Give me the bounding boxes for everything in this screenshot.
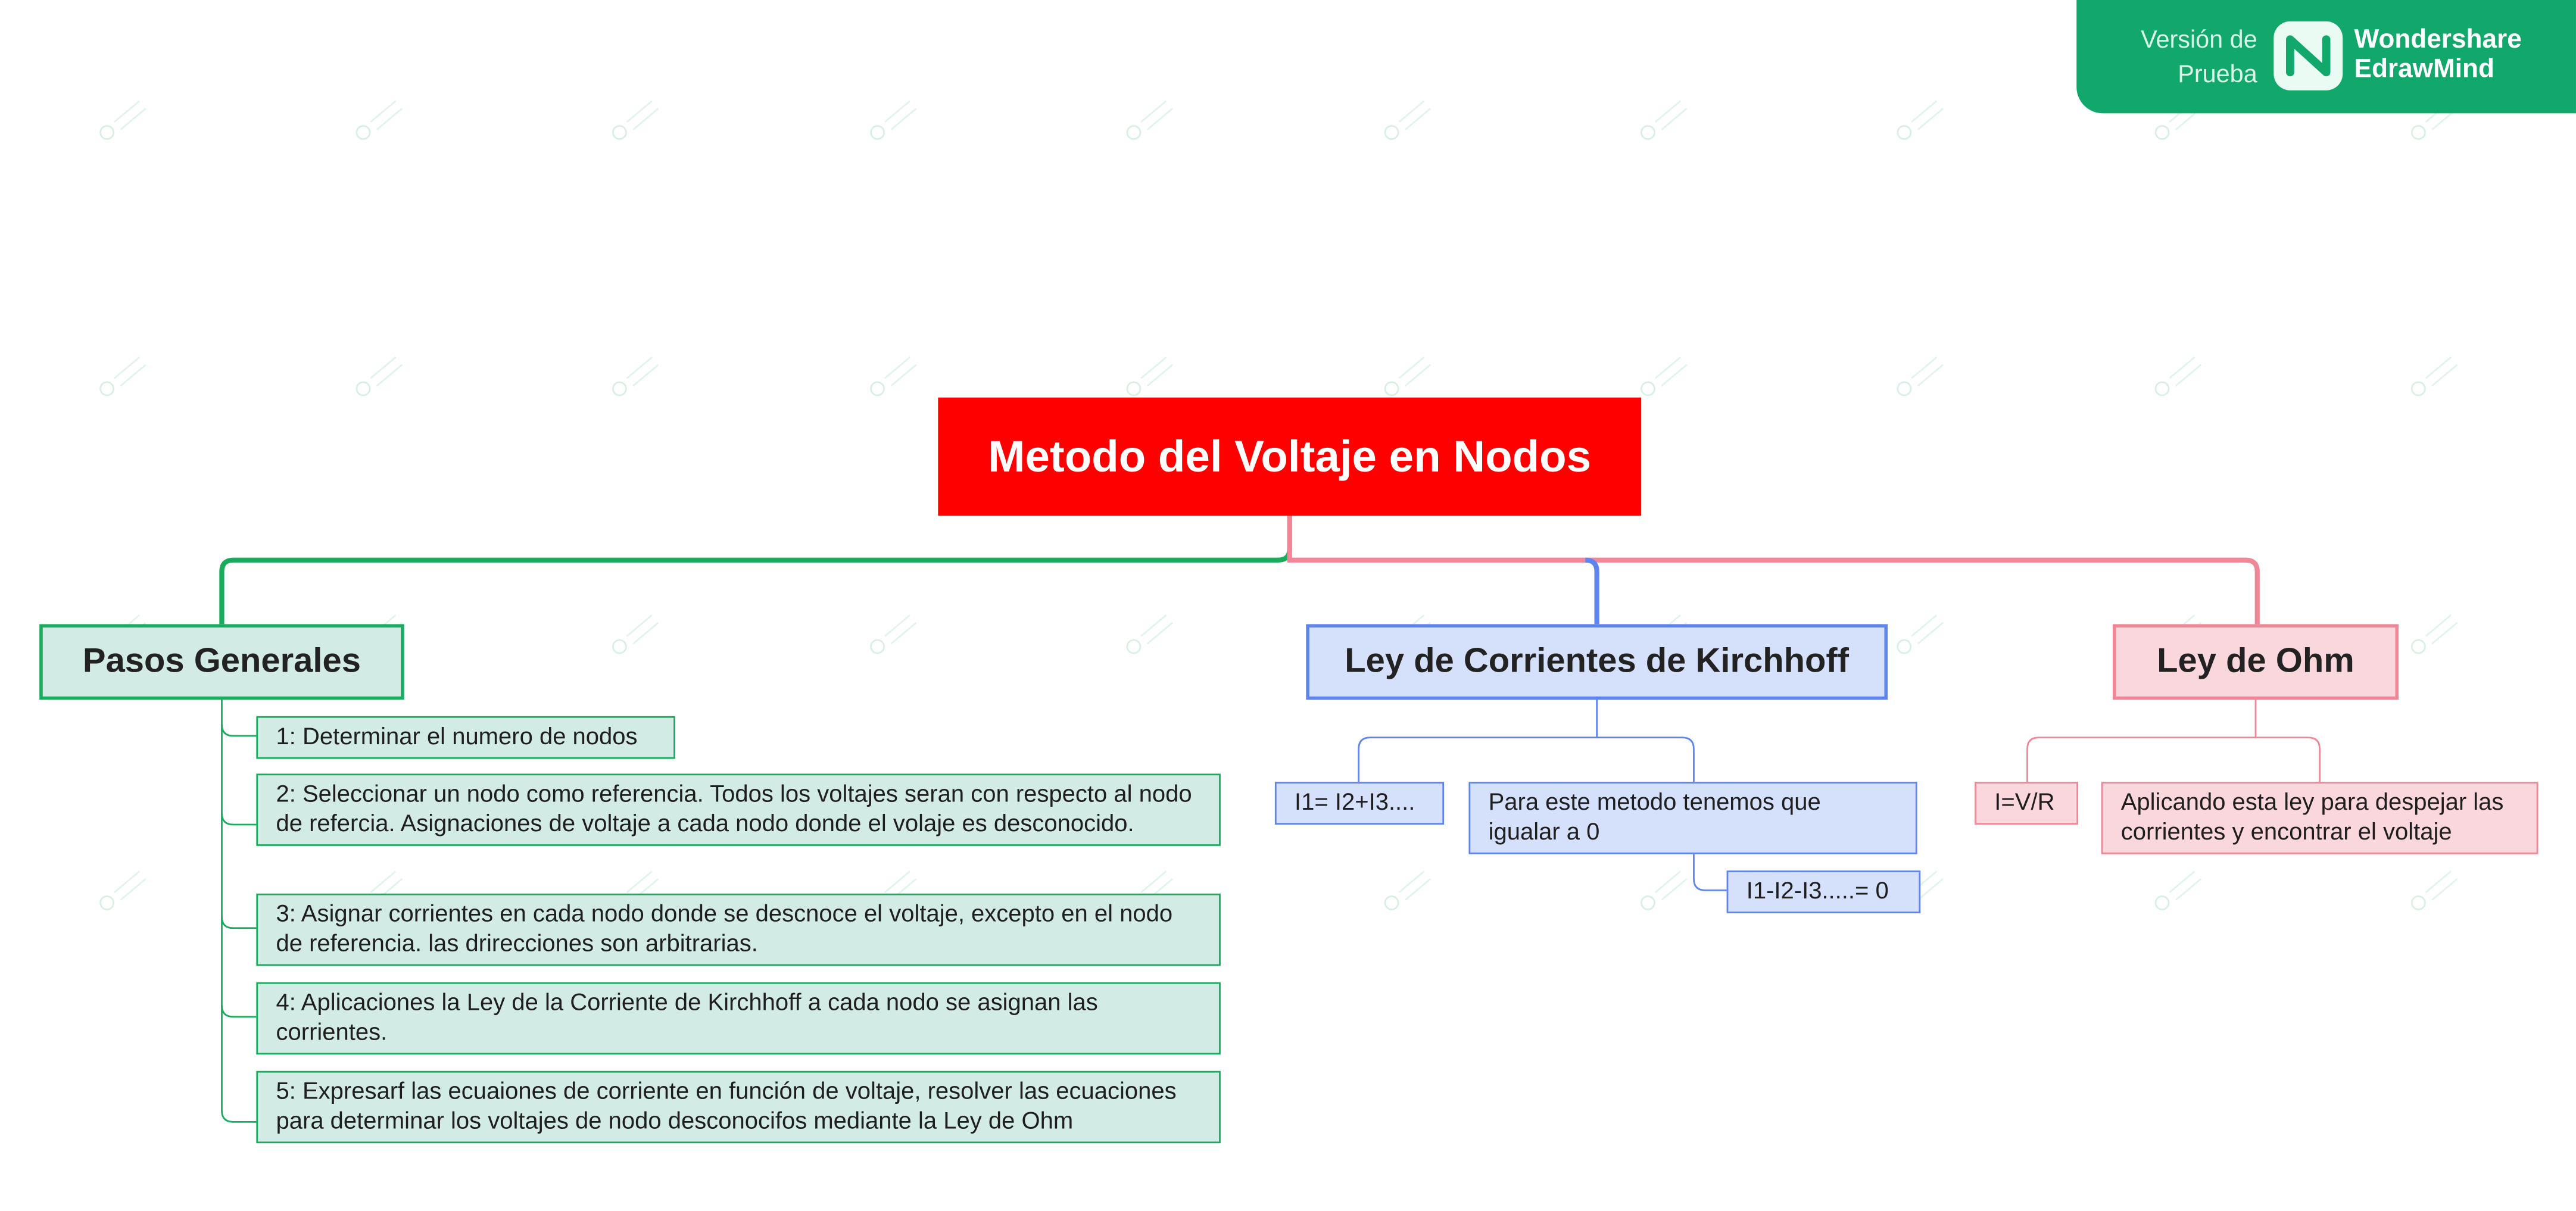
subtopic-ohm-formula[interactable]: I=V/R bbox=[1975, 782, 2079, 825]
connector-root-ohm bbox=[1287, 516, 2260, 625]
trial-line-2: Prueba bbox=[2178, 61, 2257, 89]
subtopic-paso-2[interactable]: 2: Seleccionar un nodo como referencia. … bbox=[256, 773, 1221, 846]
connector-root-kirchhoff bbox=[1585, 557, 1599, 625]
connector-pasos-2 bbox=[221, 813, 258, 826]
topic-ley-ohm[interactable]: Ley de Ohm bbox=[2112, 624, 2399, 700]
brand-line-1: Wondershare bbox=[2354, 26, 2522, 55]
connector-pasos-4 bbox=[221, 1005, 258, 1018]
connector-pasos-spine bbox=[221, 700, 258, 1123]
topic-ley-kirchhoff[interactable]: Ley de Corrientes de Kirchhoff bbox=[1306, 624, 1888, 700]
connector-root-pasos bbox=[219, 516, 1292, 625]
trial-line-1: Versión de bbox=[2141, 26, 2257, 55]
subtopic-kirchhoff-ecuacion[interactable]: I1= I2+I3.... bbox=[1274, 782, 1445, 825]
subtopic-kirchhoff-igualar-cero[interactable]: I1-I2-I3.....= 0 bbox=[1726, 870, 1921, 913]
subtopic-kirchhoff-metodo[interactable]: Para este metodo tenemos que igualar a 0 bbox=[1468, 782, 1917, 854]
connector-kirchhoff-sub bbox=[1693, 852, 1729, 891]
subtopic-paso-4[interactable]: 4: Aplicaciones la Ley de la Corriente d… bbox=[256, 982, 1221, 1055]
brand-line-2: EdrawMind bbox=[2354, 55, 2494, 84]
topic-pasos-generales[interactable]: Pasos Generales bbox=[39, 624, 404, 700]
edrawmind-trial-badge[interactable]: Versión de Prueba Wondershare EdrawMind bbox=[2076, 0, 2576, 114]
connector-pasos-1 bbox=[221, 724, 258, 737]
root-topic[interactable]: Metodo del Voltaje en Nodos bbox=[938, 397, 1642, 516]
trial-label: Versión de Prueba bbox=[2106, 23, 2257, 92]
connector-kirchhoff-split bbox=[1358, 700, 1695, 782]
subtopic-ohm-aplicacion[interactable]: Aplicando esta ley para despejar las cor… bbox=[2101, 782, 2538, 854]
edrawmind-logo-icon bbox=[2274, 21, 2343, 90]
subtopic-paso-3[interactable]: 3: Asignar corrientes en cada nodo donde… bbox=[256, 893, 1221, 966]
subtopic-paso-5[interactable]: 5: Expresarf las ecuaiones de corriente … bbox=[256, 1070, 1221, 1144]
brand-name: Wondershare EdrawMind bbox=[2354, 26, 2522, 85]
connector-ohm-split bbox=[2026, 700, 2321, 782]
subtopic-paso-1[interactable]: 1: Determinar el numero de nodos bbox=[256, 716, 675, 759]
connector-pasos-3 bbox=[221, 916, 258, 929]
